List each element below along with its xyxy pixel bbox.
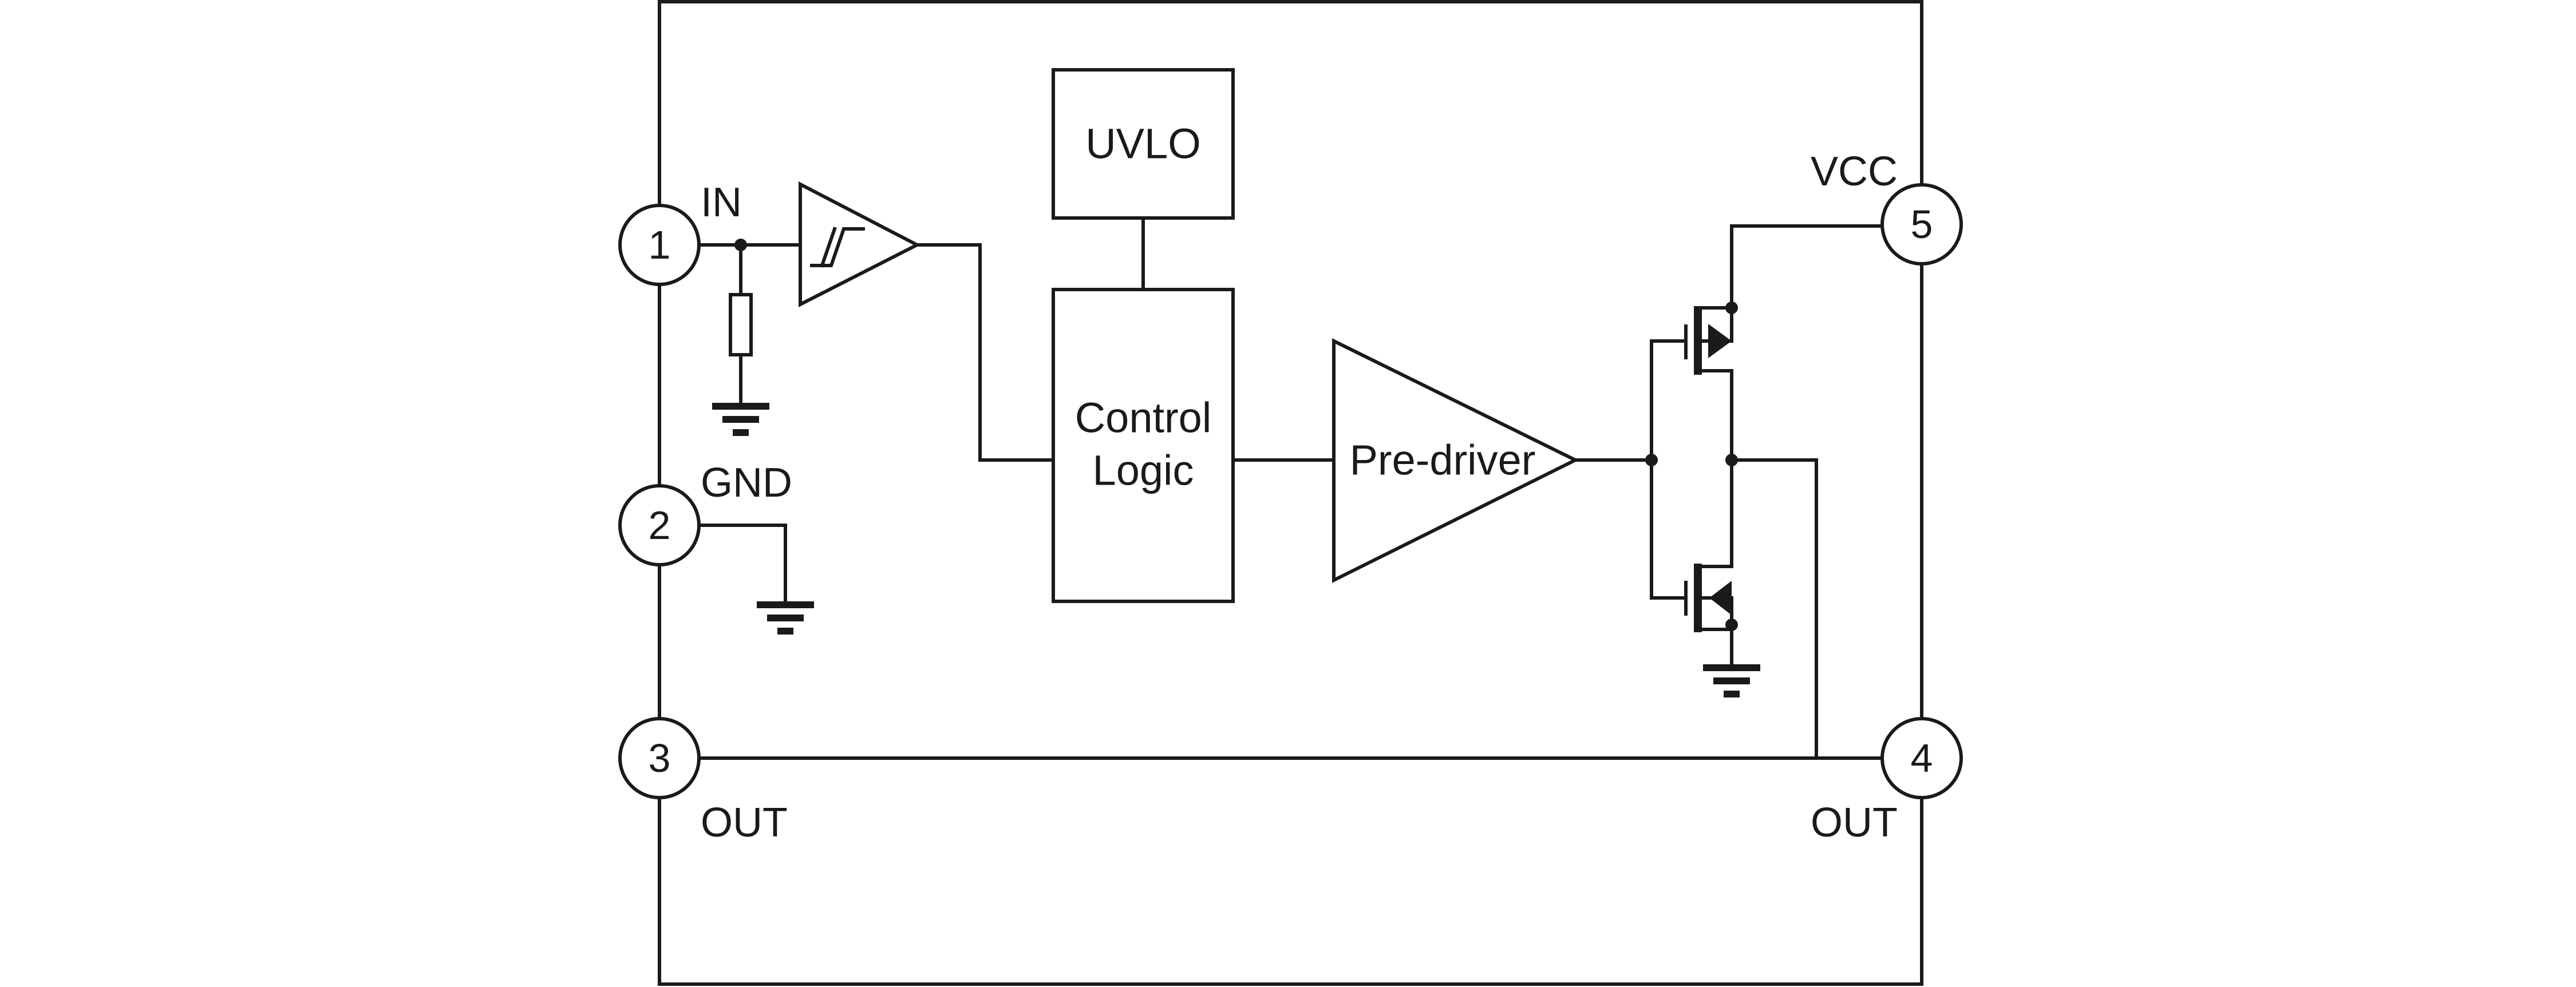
pin-4-label: OUT	[1811, 800, 1898, 846]
pin-1: 1	[618, 204, 701, 286]
pin-3-number: 3	[649, 736, 671, 780]
pin-5: 5	[1880, 183, 1963, 265]
pin-1-label: IN	[701, 180, 742, 225]
pin-5-label: VCC	[1811, 149, 1898, 195]
pulldown-resistor	[729, 293, 753, 356]
predriver-block	[1332, 338, 1579, 583]
control-logic-block	[1052, 288, 1235, 603]
schmitt-trigger-buffer	[799, 181, 921, 307]
junction-gate	[1645, 454, 1658, 466]
control-logic-label-line1: Control	[1075, 394, 1212, 442]
junction-in	[734, 239, 747, 251]
ground-symbol-nmos	[1703, 664, 1760, 697]
uvlo-block	[1052, 68, 1235, 220]
ground-symbol-gnd-pin	[757, 601, 814, 635]
pin-3: 3	[618, 717, 701, 799]
ground-symbol-resistor	[712, 403, 769, 436]
pin-2-label: GND	[701, 460, 792, 506]
pin-1-number: 1	[649, 223, 671, 267]
pin-5-number: 5	[1911, 202, 1933, 247]
pin-4: 4	[1880, 717, 1963, 799]
predriver-label: Pre-driver	[1350, 437, 1536, 484]
junction-output	[1725, 454, 1738, 466]
low-side-nmos	[1684, 564, 1733, 632]
pin-4-number: 4	[1911, 736, 1933, 780]
pin-2-number: 2	[649, 503, 671, 548]
wires	[699, 216, 1883, 760]
uvlo-label: UVLO	[1085, 120, 1201, 168]
control-logic-label-line2: Logic	[1093, 447, 1194, 494]
high-side-pmos	[1684, 306, 1733, 375]
pin-2: 2	[618, 484, 701, 566]
pin-3-label: OUT	[701, 800, 788, 846]
